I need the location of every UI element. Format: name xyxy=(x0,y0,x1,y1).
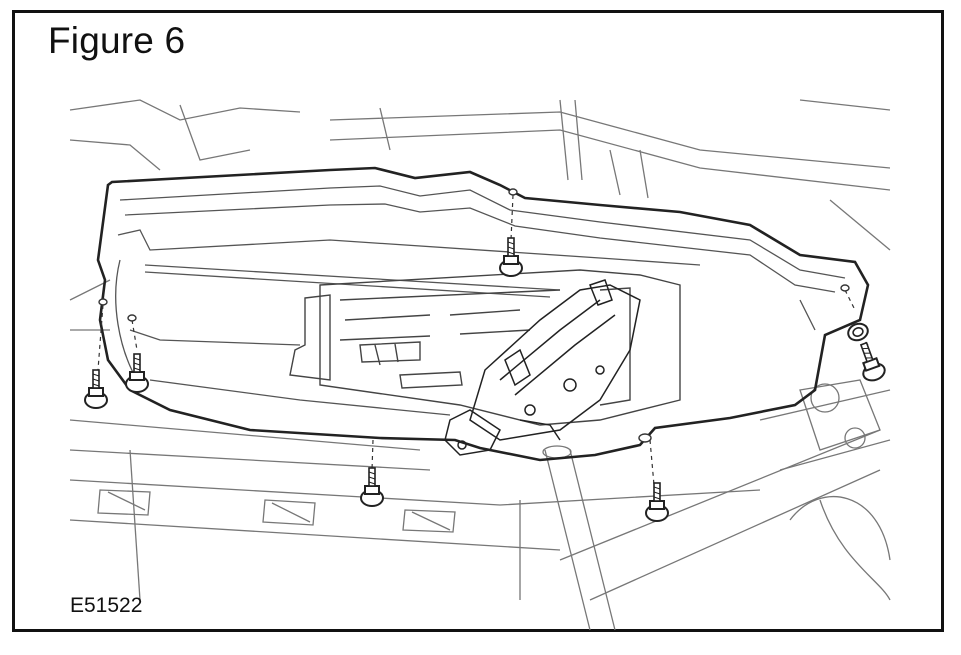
bolt-right-lower xyxy=(852,339,889,385)
bolt-holes xyxy=(98,188,850,443)
figure-title: Figure 6 xyxy=(48,20,186,61)
figure-code: E51522 xyxy=(70,594,143,617)
bolt-left-outer xyxy=(84,369,108,409)
bolt-bottom-right xyxy=(645,482,669,522)
bolt-top-center xyxy=(499,237,523,277)
guide-lines xyxy=(97,194,869,486)
bolt-left-inner xyxy=(125,353,149,393)
cover-panel xyxy=(96,166,870,462)
bolt-bottom-center xyxy=(360,467,384,507)
bolt-right-upper xyxy=(847,322,869,342)
underbody-structure xyxy=(69,99,891,631)
bolts xyxy=(84,237,889,522)
